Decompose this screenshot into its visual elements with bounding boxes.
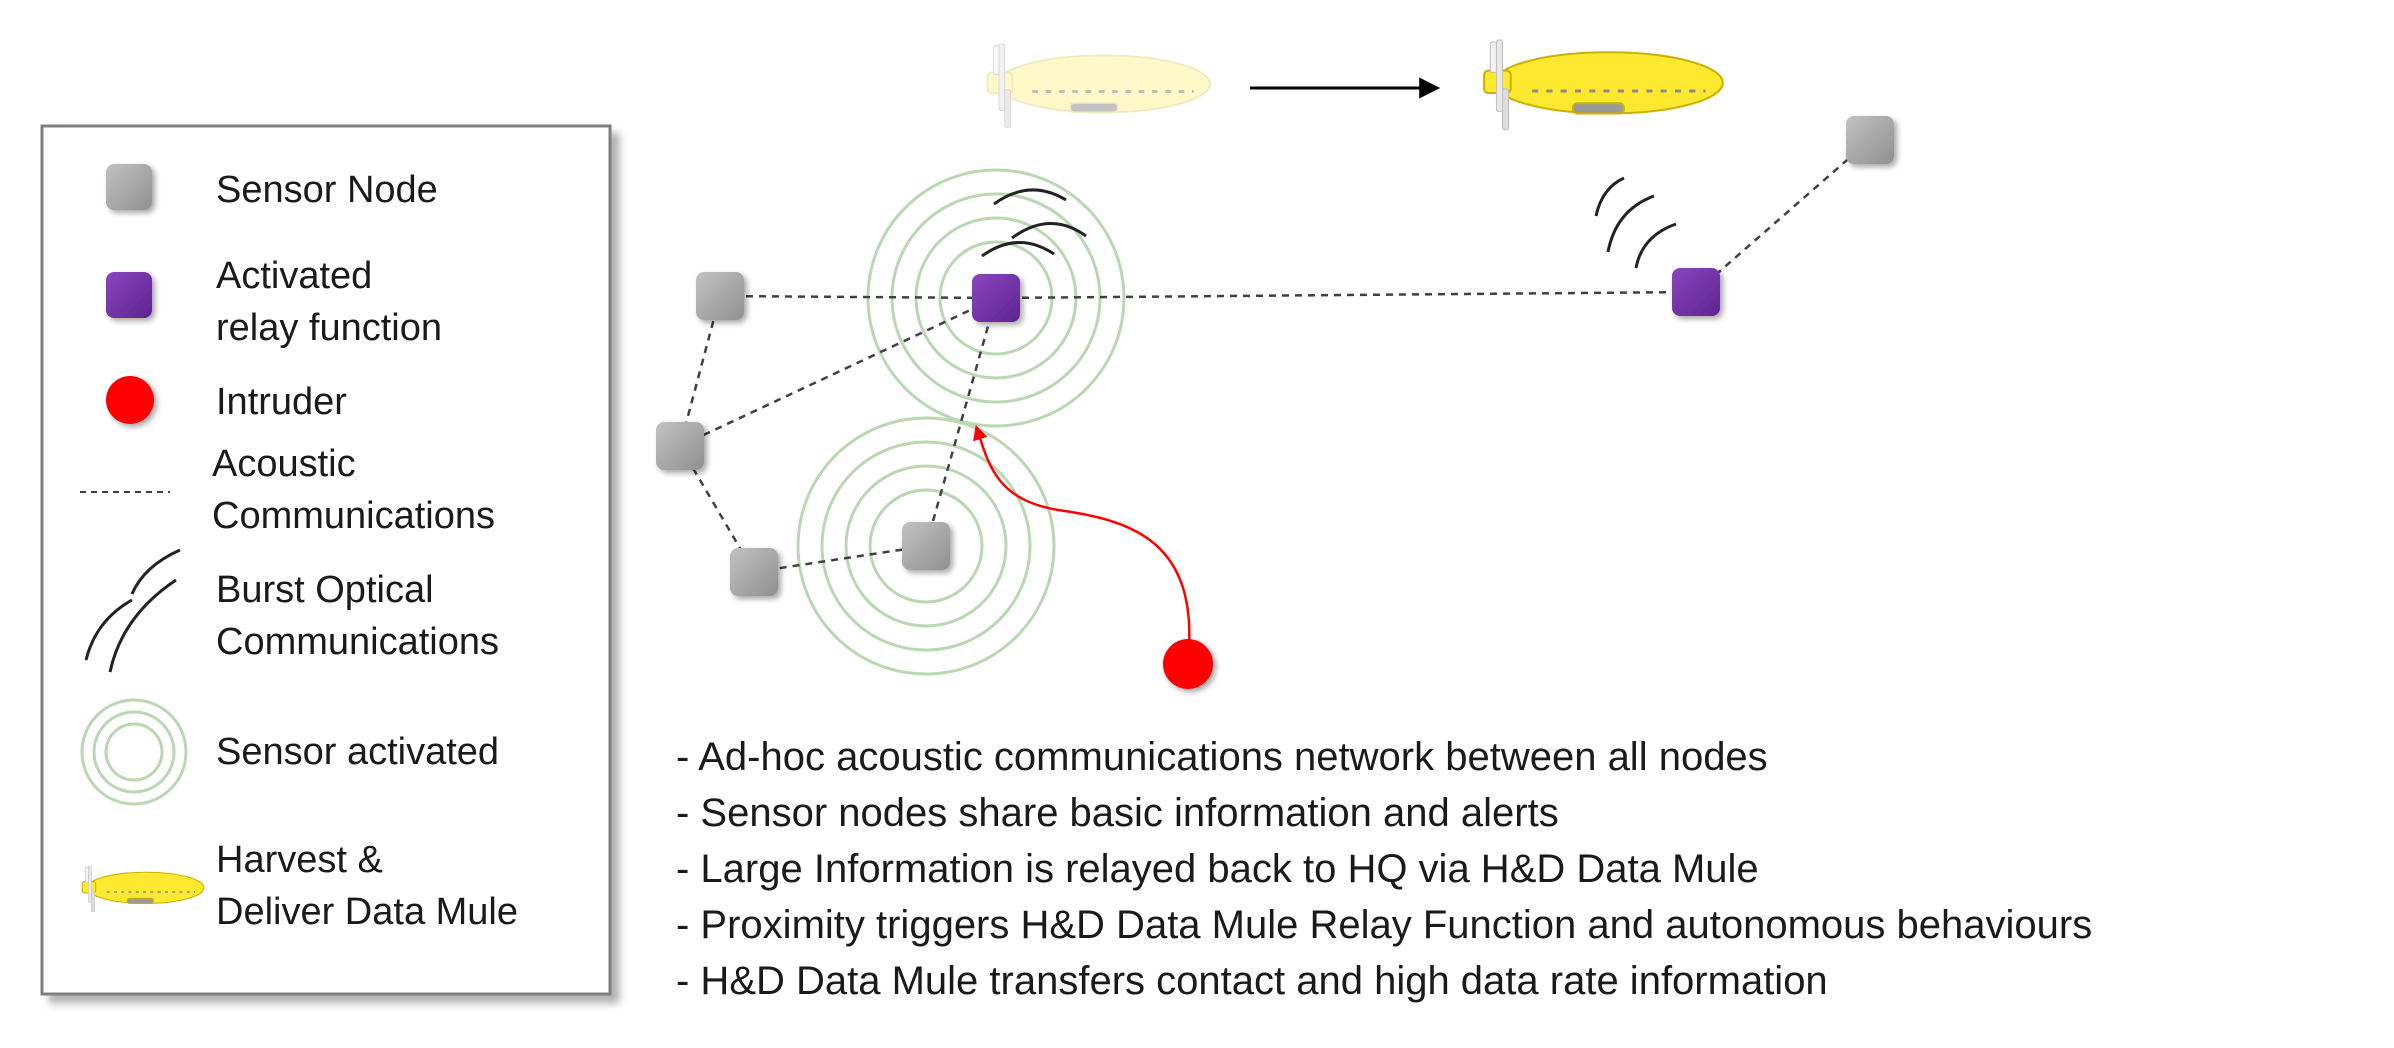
legend-sensor-node-icon (106, 164, 152, 210)
bullet-item: - Proximity triggers H&D Data Mule Relay… (676, 903, 2092, 947)
legend-label-line: Burst Optical (216, 569, 434, 611)
legend-label-line: Activated (216, 255, 372, 297)
data-mule-active (1482, 38, 1725, 132)
sensor-node (656, 422, 704, 470)
sensor-node (1846, 116, 1894, 164)
legend-label-line: Intruder (216, 381, 347, 423)
legend-label-line: Deliver Data Mule (216, 891, 518, 933)
intruder (1163, 639, 1213, 689)
sensor-node-activated (902, 522, 950, 570)
legend-intruder-icon (106, 376, 154, 424)
legend-label-line: Sensor activated (216, 731, 499, 773)
legend-label-line: relay function (216, 307, 442, 349)
legend-box: Sensor Node Activated relay function Intr… (40, 124, 612, 996)
legend-label-activated-relay: Activated relay function (216, 255, 442, 349)
legend-sensor-activated-rings-icon (80, 698, 188, 806)
legend-label-line: Communications (212, 495, 495, 537)
bullet-item: - Sensor nodes share basic information a… (676, 791, 1559, 835)
legend-relay-node-icon (106, 272, 152, 318)
bullet-item: - Ad-hoc acoustic communications network… (676, 735, 1768, 779)
bullet-list: - Ad-hoc acoustic communications network… (676, 735, 2092, 1003)
legend-label-line: Acoustic (212, 443, 356, 485)
intruder-path (973, 424, 1191, 661)
burst-optical-arcs-upper (981, 188, 1087, 258)
data-mule-faded (986, 42, 1212, 130)
burst-optical-arcs-right (1594, 176, 1677, 269)
sensor-node (696, 272, 744, 320)
legend-burst-optical-arcs-icon (84, 548, 181, 673)
legend-label-sensor-node: Sensor Node (216, 169, 438, 211)
legend-label-line: Harvest & (216, 839, 383, 881)
relay-node (1672, 268, 1720, 316)
legend-label-intruder: Intruder (216, 381, 347, 423)
legend-frame (40, 124, 612, 996)
legend-label-data-mule: Harvest & Deliver Data Mule (216, 839, 518, 933)
legend-label-line: Communications (216, 621, 499, 663)
sensor-activated-rings-lower (796, 416, 1056, 676)
relay-node (972, 274, 1020, 322)
acoustic-links (678, 139, 1871, 574)
bullet-item: - H&D Data Mule transfers contact and hi… (676, 959, 1828, 1003)
legend-label-sensor-activated: Sensor activated (216, 731, 499, 773)
sensor-node (730, 548, 778, 596)
bullet-item: - Large Information is relayed back to H… (676, 847, 1759, 891)
legend-label-line: Sensor Node (216, 169, 438, 211)
